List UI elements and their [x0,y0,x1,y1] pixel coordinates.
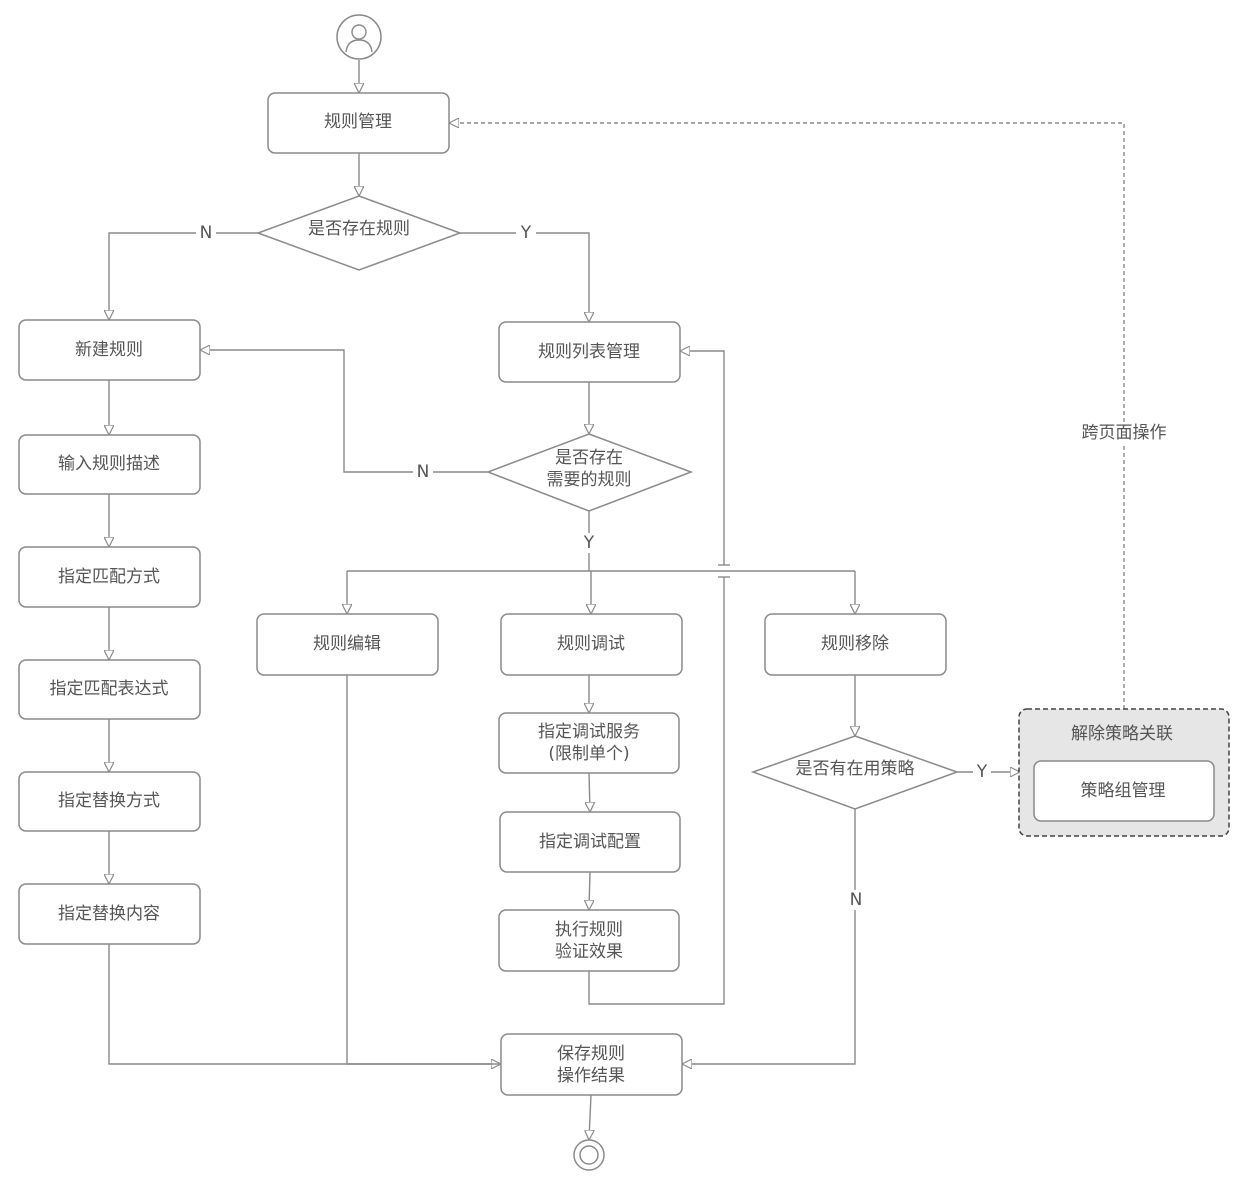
edge-needrule-newrule [201,350,488,473]
node-rule-debug-label: 规则调试 [557,634,625,654]
user-icon [345,24,373,53]
node-debug-service: 指定调试服务 (限制单个) [498,712,680,774]
node-match-expr: 指定匹配表达式 [18,659,201,720]
edge-replacecontent-save [108,944,500,1064]
node-rule-debug: 规则调试 [500,613,683,676]
decision-in-use-policy: 是否有在用策略 [750,735,960,810]
node-rule-list: 规则列表管理 [498,321,681,383]
label-y-policy: Y [976,762,988,782]
node-match-mode-label: 指定匹配方式 [58,567,160,587]
node-rule-edit: 规则编辑 [256,613,439,676]
start-node [336,14,382,60]
node-exec-rule: 执行规则 验证效果 [498,909,680,972]
node-rule-remove: 规则移除 [764,613,947,676]
node-rule-mgmt-label: 规则管理 [324,112,392,132]
node-debug-config: 指定调试配置 [499,811,681,873]
node-save-line2: 操作结果 [557,1066,625,1086]
decision-has-rule-label: 是否存在规则 [308,219,410,239]
group-unlink-policy-title: 解除策略关联 [1071,724,1173,744]
node-new-rule-label: 新建规则 [75,340,143,360]
label-y-mid: Y [583,533,595,553]
node-new-rule: 新建规则 [18,319,201,381]
decision-in-use-policy-label: 是否有在用策略 [796,759,915,779]
decision-need-rule-line2: 需要的规则 [547,470,632,490]
node-debug-config-label: 指定调试配置 [539,832,641,852]
node-replace-content: 指定替换内容 [18,883,201,945]
label-n-policy: N [850,890,863,910]
node-match-expr-label: 指定匹配表达式 [50,679,169,699]
edge-labels: N Y N Y Y N 跨页面操作 [196,223,1172,910]
node-rule-remove-label: 规则移除 [821,634,889,654]
node-debug-service-line1: 指定调试服务 [538,722,640,742]
edge-decision-newrule [109,232,258,319]
node-save-result: 保存规则 操作结果 [500,1033,683,1096]
node-replace-content-label: 指定替换内容 [58,904,160,924]
decision-need-rule: 是否存在 需要的规则 [485,433,694,512]
node-policy-group-label: 策略组管理 [1081,781,1166,801]
decision-has-rule: 是否存在规则 [255,195,463,271]
label-n-left: N [200,223,213,243]
edge-edit-save [346,675,500,1065]
node-input-desc: 输入规则描述 [18,434,201,495]
node-debug-service-line2: (限制单个) [548,744,629,764]
node-exec-line2: 验证效果 [555,942,623,962]
node-rule-mgmt: 规则管理 [267,92,450,154]
label-cross-page: 跨页面操作 [1082,423,1167,443]
node-save-line1: 保存规则 [557,1044,625,1064]
edge-config-exec [589,871,590,909]
end-node [573,1139,605,1171]
edge-exec-loop-upper [681,351,725,565]
edge-decision-rulelist [460,232,589,321]
edge-policy-save [683,809,856,1064]
node-exec-line1: 执行规则 [555,920,623,940]
connectors [108,60,1125,1139]
node-rule-edit-label: 规则编辑 [313,634,381,654]
group-unlink-policy: 解除策略关联 策略组管理 [1018,708,1230,837]
decision-need-rule-line1: 是否存在 [555,448,623,468]
node-replace-mode-label: 指定替换方式 [58,791,160,811]
edge-save-end [589,1094,591,1139]
edge-exec-loop-lower [588,577,725,1005]
node-rule-list-label: 规则列表管理 [538,342,640,362]
label-y-right: Y [520,223,532,243]
label-n-mid: N [417,462,430,482]
node-match-mode: 指定匹配方式 [18,546,201,608]
node-input-desc-label: 输入规则描述 [58,454,160,474]
edge-service-config [589,772,590,811]
node-replace-mode: 指定替换方式 [18,771,201,832]
